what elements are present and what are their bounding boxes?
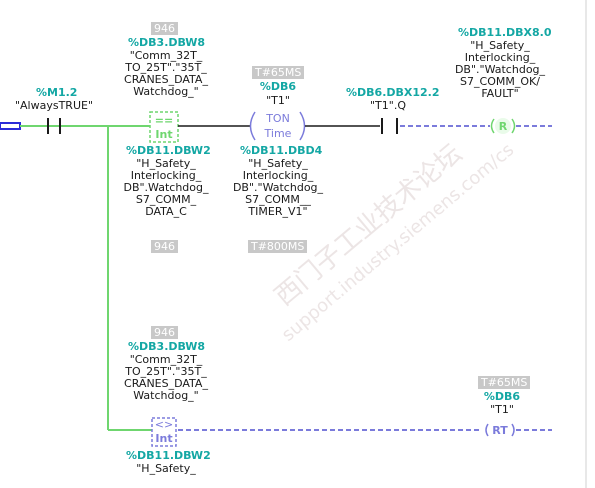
- contact-m12-address: %M1.2: [36, 86, 78, 99]
- compare-in2-symbol: "H_Safety_ Interlocking_ DB".Watchdog_ S…: [123, 157, 209, 218]
- timer-db: %DB6: [259, 80, 297, 93]
- power-rail: [0, 122, 21, 130]
- compare2-type: Int: [155, 432, 173, 445]
- reset-coil-label[interactable]: RT: [492, 424, 508, 437]
- compare-in1-value: 946: [151, 22, 178, 35]
- timer-type: TON: [266, 112, 290, 125]
- coil-address: %DB11.DBX8.0: [458, 26, 552, 39]
- reset-instance: "T1": [490, 403, 514, 416]
- compare-in2-value: 946: [151, 240, 178, 253]
- compare-op: ==: [154, 114, 174, 127]
- compare-in2-address: %DB11.DBW2: [126, 144, 211, 157]
- compare2-in1-address: %DB3.DBW8: [128, 340, 206, 353]
- compare2-in1-symbol: "Comm_32T_ TO_25T"."35T_ CRANES_DATA_ Wa…: [124, 353, 208, 402]
- contact-m12-symbol: "AlwaysTRUE": [14, 99, 94, 112]
- contact-t1q-symbol: "T1".Q: [370, 99, 406, 112]
- coil-reset-label[interactable]: R: [498, 120, 508, 133]
- compare2-in2-symbol: "H_Safety_: [136, 462, 196, 475]
- reset-pt-value: T#65MS: [478, 376, 531, 389]
- timer-pt-value: T#65MS: [252, 66, 305, 79]
- compare2-in1-value: 946: [151, 326, 178, 339]
- timer-instance: "T1": [266, 94, 290, 107]
- compare-in1-address: %DB3.DBW8: [128, 36, 206, 49]
- contact-t1q-address: %DB6.DBX12.2: [346, 86, 440, 99]
- timer-ton-left[interactable]: [249, 111, 256, 141]
- compare-ne-box[interactable]: [151, 417, 177, 447]
- compare-type: Int: [155, 128, 173, 141]
- reset-db: %DB6: [483, 390, 521, 403]
- timer-et-value: T#800MS: [248, 240, 308, 253]
- timer-ton-right[interactable]: [299, 111, 306, 141]
- compare-in1-symbol: "Comm_32T_ TO_25T"."35T_ CRANES_DATA_ Wa…: [124, 49, 208, 98]
- timer-et-symbol: "H_Safety_ Interlocking_ DB"."Watchdog_ …: [232, 157, 324, 218]
- coil-symbol: "H_Safety_ Interlocking_ DB"."Watchdog_ …: [454, 39, 546, 100]
- timer-subtype: Time: [264, 127, 292, 140]
- compare2-in2-address: %DB11.DBW2: [126, 449, 211, 462]
- timer-et-address: %DB11.DBD4: [240, 144, 323, 157]
- compare2-op: <>: [154, 418, 174, 431]
- compare-eq-box[interactable]: [149, 111, 179, 143]
